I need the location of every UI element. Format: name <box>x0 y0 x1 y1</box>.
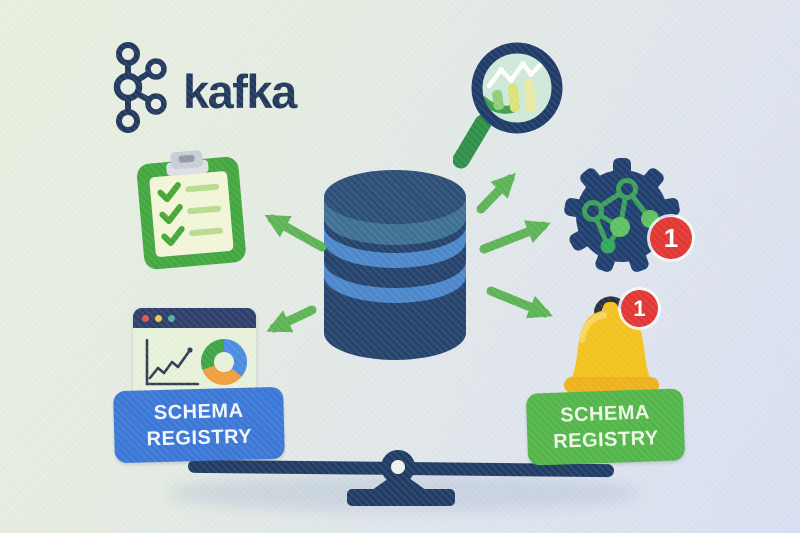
window-dot-yellow-icon <box>155 314 162 322</box>
schema-registry-blue-line1: SCHEMA <box>153 399 244 425</box>
donut-chart-icon <box>201 339 247 385</box>
arrow-to-clipboard <box>264 214 327 252</box>
schema-registry-plate-green: SCHEMA REGISTRY <box>525 388 686 466</box>
gear-notification-count: 1 <box>663 222 679 253</box>
notification-bell-icon <box>564 296 659 400</box>
browser-title-bar <box>133 308 256 328</box>
arrow-to-browser <box>266 305 317 333</box>
schema-registry-blue-line2: REGISTRY <box>146 425 253 451</box>
clipboard-checklist-icon <box>137 150 246 270</box>
scale-base <box>347 489 455 506</box>
gear-notification-badge: 1 <box>650 217 692 259</box>
schema-registry-green-line2: REGISTRY <box>552 427 660 453</box>
window-dot-red-icon <box>142 314 149 322</box>
schema-registry-green-line1: SCHEMA <box>559 401 651 427</box>
arrow-to-magnifier <box>476 172 516 214</box>
line-chart-icon <box>145 338 200 386</box>
gear-network-icon <box>564 158 680 272</box>
kafka-logo-text: kafka <box>183 64 297 118</box>
schema-registry-plate-blue: SCHEMA REGISTRY <box>113 386 285 464</box>
magnifier-analytics-icon <box>453 42 563 169</box>
arrow-to-bell <box>486 286 553 319</box>
bell-notification-badge: 1 <box>621 290 658 327</box>
kafka-logo: kafka <box>103 40 297 136</box>
analytics-browser-window-icon <box>133 308 256 401</box>
arrow-to-gear <box>479 220 551 254</box>
database-cylinder-icon <box>324 170 466 360</box>
bell-notification-count: 1 <box>633 295 646 321</box>
window-dot-teal-icon <box>168 314 175 322</box>
scale-pivot-ring <box>381 450 415 484</box>
kafka-molecule-icon <box>113 42 167 133</box>
